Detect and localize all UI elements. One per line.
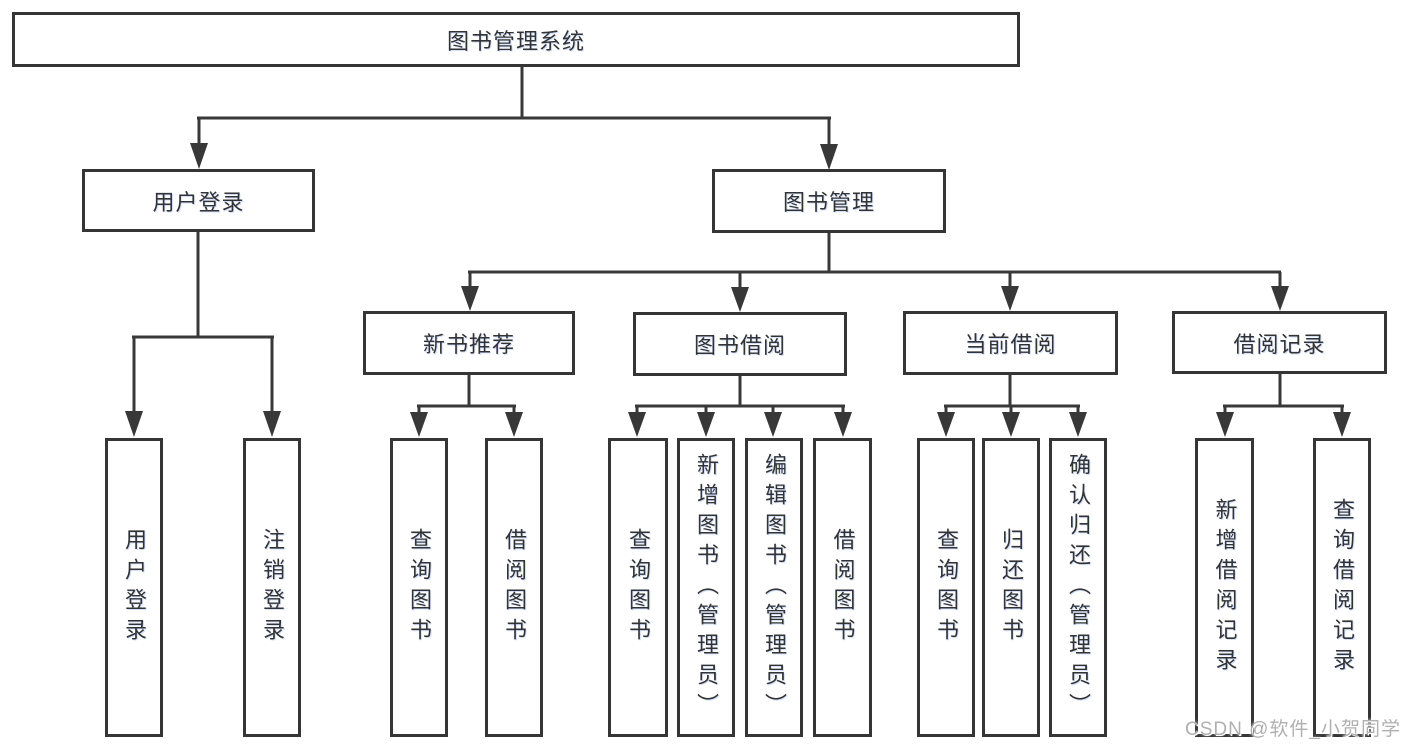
leaf-label: 确认归还（管理员） [1066,452,1091,723]
node-book-management: 图书管理 [712,169,946,233]
leaf-current-return-books: 归还图书 [982,438,1040,737]
leaf-label: 查询图书 [626,527,651,648]
node-label: 图书借阅 [693,333,786,358]
leaf-current-confirm-return-admin: 确认归还（管理员） [1049,438,1107,737]
leaf-label: 查询图书 [407,527,432,648]
leaf-recommend-query-books: 查询图书 [390,438,448,737]
csdn-watermark: CSDN @软件_小贺同学 [1185,719,1401,740]
leaf-label: 用户登录 [122,527,147,648]
leaf-records-add-borrow-record: 新增借阅记录 [1195,438,1254,737]
leaf-borrowing-add-books-admin: 新增图书（管理员） [677,438,735,737]
leaf-label: 新增图书（管理员） [694,452,719,723]
node-book-borrowing: 图书借阅 [633,312,847,376]
node-new-book-recommend: 新书推荐 [363,311,575,375]
leaf-borrowing-borrow-books: 借阅图书 [813,438,872,737]
node-label: 用户登录 [152,189,245,215]
leaf-label: 归还图书 [999,527,1024,648]
arrowheads [125,143,1351,437]
leaf-label: 查询借阅记录 [1330,497,1355,678]
leaf-label: 编辑图书（管理员） [762,452,787,723]
leaf-label: 新增借阅记录 [1212,497,1238,678]
connector-path [132,64,1344,417]
node-library-management-system: 图书管理系统 [12,12,1020,67]
leaf-borrowing-edit-books-admin: 编辑图书（管理员） [745,438,803,737]
leaf-label: 查询图书 [934,527,959,648]
node-label: 图书管理 [782,190,875,215]
leaf-label: 注销登录 [260,527,285,648]
node-label: 图书管理系统 [446,28,585,54]
leaf-logout-login: 注销登录 [243,438,301,737]
node-user-login: 用户登录 [82,169,315,232]
node-label: 当前借阅 [964,332,1057,357]
node-borrowing-records: 借阅记录 [1172,311,1387,374]
node-current-borrowing: 当前借阅 [903,311,1118,375]
leaf-user-login: 用户登录 [105,438,163,737]
node-label: 借阅记录 [1233,331,1326,357]
leaf-borrowing-query-books: 查询图书 [608,438,668,737]
leaf-current-query-books: 查询图书 [917,438,975,737]
leaf-label: 借阅图书 [830,527,856,648]
node-label: 新书推荐 [422,332,515,357]
leaf-label: 借阅图书 [502,527,527,648]
leaf-recommend-borrow-books: 借阅图书 [485,438,543,737]
leaf-records-query-borrow-record: 查询借阅记录 [1313,438,1371,737]
